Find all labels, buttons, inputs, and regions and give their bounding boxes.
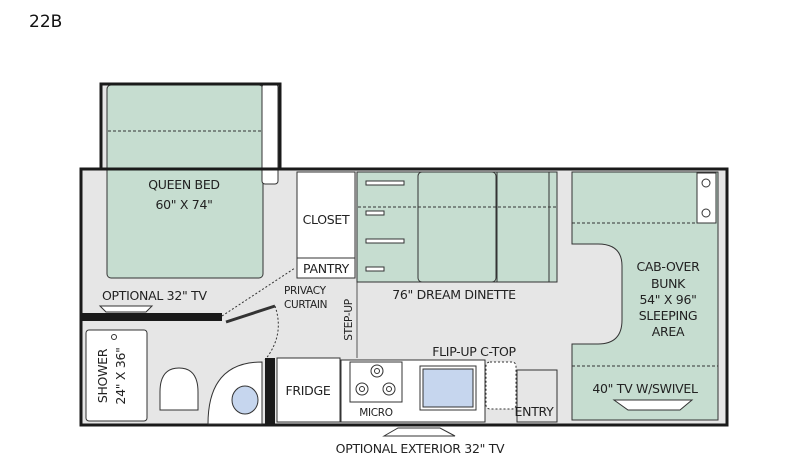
tv-swivel-icon	[612, 399, 694, 411]
pantry-label: PANTRY	[303, 261, 350, 276]
closet	[296, 171, 356, 259]
bath-wall	[82, 313, 222, 321]
kitchen-sink-basin	[422, 368, 474, 408]
shower-label: SHOWER	[95, 348, 110, 403]
sleeping-label: SLEEPING	[639, 308, 698, 323]
bath-door	[225, 304, 276, 324]
cab-controls	[696, 172, 717, 224]
knob-icon	[701, 178, 711, 188]
toilet-icon	[159, 367, 199, 411]
pantry	[296, 257, 356, 279]
privacy-curtain-label-1: PRIVACY	[284, 285, 327, 297]
privacy-curtain-line	[221, 267, 296, 317]
burner-icons	[355, 364, 396, 396]
model-number: 22B	[29, 12, 63, 32]
door-swing	[264, 305, 279, 361]
exterior-tv-label: OPTIONAL EXTERIOR 32" TV	[336, 441, 505, 456]
exterior-tv-icon	[382, 427, 456, 437]
privacy-curtain-label-2: CURTAIN	[284, 299, 327, 311]
bunk-label: BUNK	[651, 276, 686, 291]
cab-over-label: CAB-OVER	[636, 259, 700, 274]
dinette-seat-2	[496, 171, 550, 283]
queen-bed-size: 60" X 74"	[155, 197, 212, 212]
fridge-label: FRIDGE	[286, 383, 331, 398]
bunk-size: 54" X 96"	[639, 292, 696, 307]
fridge	[276, 357, 341, 423]
cab-over-bunk	[571, 171, 719, 421]
seatbelts	[365, 180, 405, 272]
shower	[85, 329, 148, 422]
optional-tv-label: OPTIONAL 32" TV	[102, 288, 207, 303]
entry-step	[516, 369, 558, 423]
step-up-label: STEP-UP	[343, 299, 355, 341]
dinette-seat-1	[417, 171, 497, 283]
slideout-wall	[99, 82, 282, 168]
optional-tv-icon	[98, 305, 154, 313]
queen-bed-label: QUEEN BED	[148, 177, 220, 192]
bath-side-wall	[265, 358, 275, 424]
tv-swivel-label: 40" TV W/SWIVEL	[592, 381, 698, 396]
area-label: AREA	[652, 324, 685, 339]
knob-icon	[701, 208, 711, 218]
dinette-label: 76" DREAM DINETTE	[392, 287, 516, 302]
entry-label: ENTRY	[515, 404, 555, 419]
shower-size: 24" X 36"	[113, 347, 128, 404]
flip-up-label: FLIP-UP C-TOP	[432, 344, 516, 359]
micro-label: MICRO	[359, 407, 393, 419]
bath-sink	[231, 385, 259, 415]
drain-icon	[111, 334, 117, 340]
closet-label: CLOSET	[303, 212, 350, 227]
flip-up-countertop	[485, 361, 517, 410]
outer-wall	[79, 167, 729, 427]
